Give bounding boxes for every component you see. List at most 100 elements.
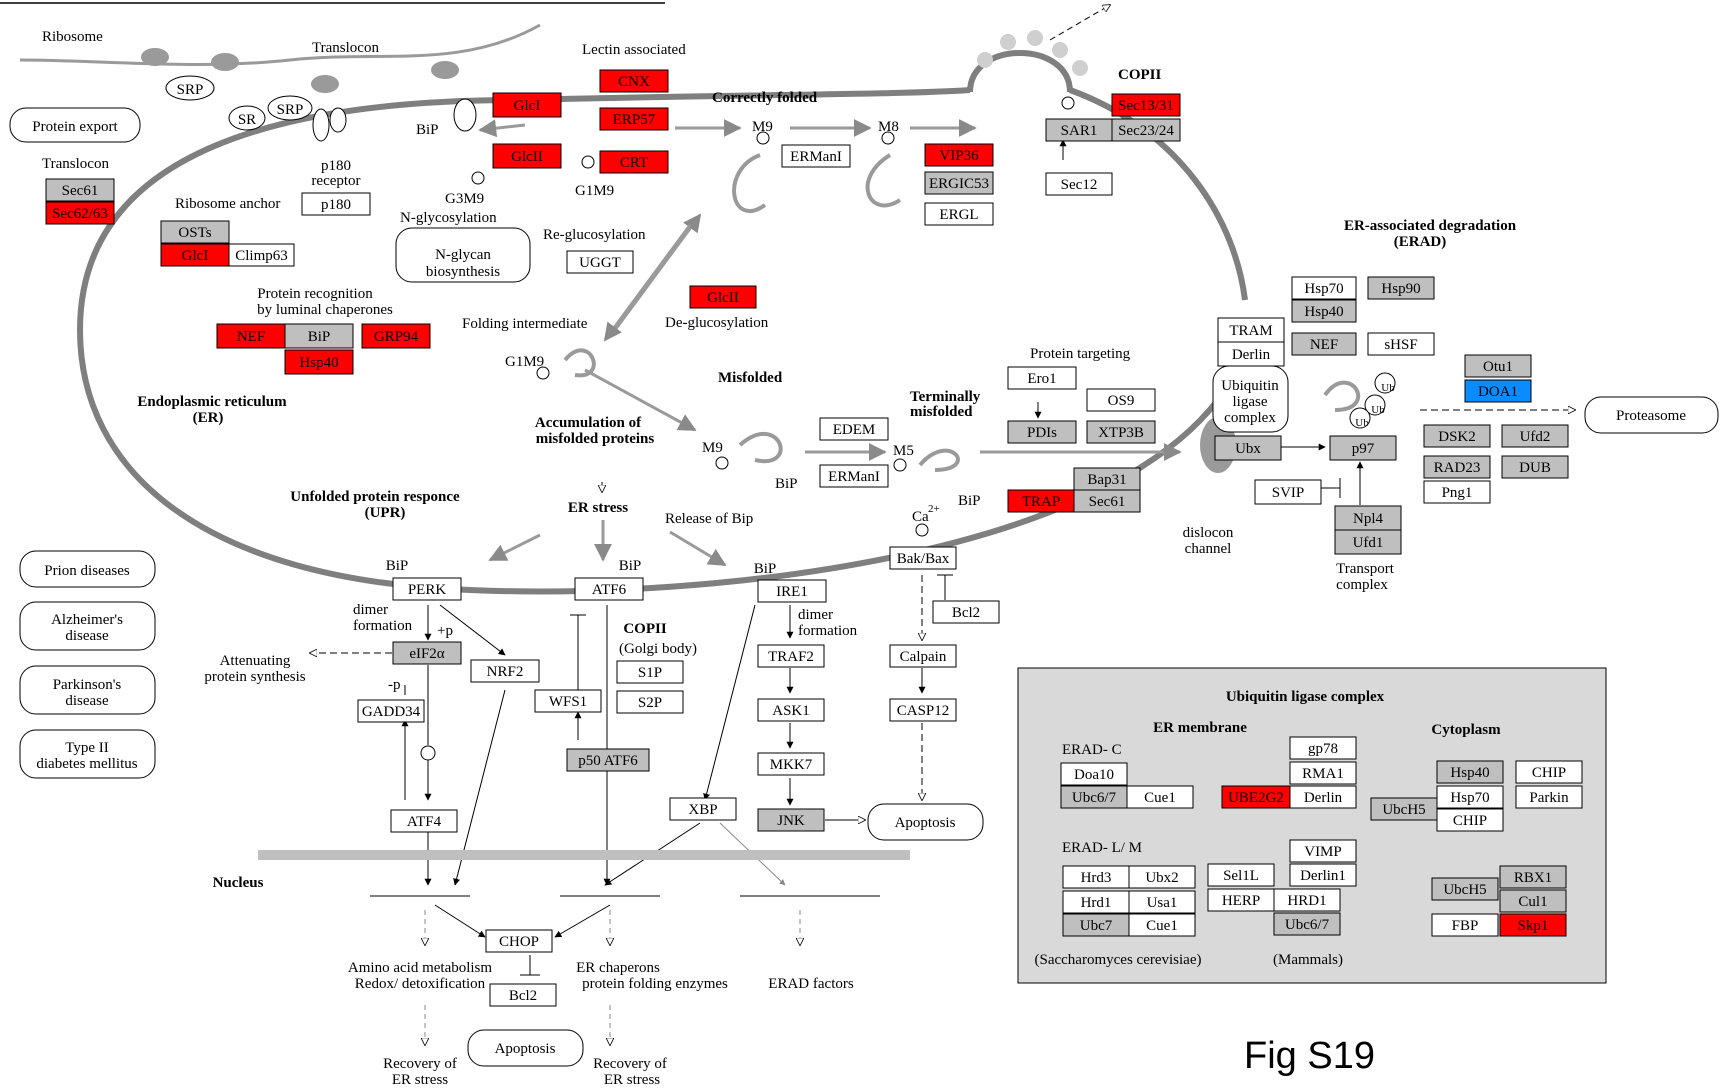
gene-node-hrd1-b[interactable]: HRD1: [1274, 889, 1340, 911]
gene-node-dub[interactable]: DUB: [1502, 456, 1568, 478]
gene-node-vip36[interactable]: VIP36: [925, 144, 993, 166]
gene-node-gp78[interactable]: gp78: [1290, 737, 1356, 759]
gene-node-traf2[interactable]: TRAF2: [758, 645, 824, 667]
gene-node-p180[interactable]: p180: [302, 193, 370, 215]
gene-node-bcl2-b[interactable]: Bcl2: [490, 984, 556, 1006]
gene-node-ufd2[interactable]: Ufd2: [1502, 425, 1568, 447]
gene-node-os9[interactable]: OS9: [1087, 389, 1155, 411]
gene-node-ubc67-a[interactable]: Ubc6/7: [1061, 786, 1127, 808]
gene-node-ubc7[interactable]: Ubc7: [1063, 914, 1129, 936]
gene-node-erp57[interactable]: ERP57: [600, 108, 668, 130]
gene-node-wfs1[interactable]: WFS1: [535, 690, 601, 712]
gene-node-trap[interactable]: TRAP: [1008, 490, 1074, 512]
link-protein-export[interactable]: Protein export: [10, 108, 140, 142]
gene-node-ire1[interactable]: IRE1: [758, 580, 826, 602]
gene-node-hsp70-c[interactable]: Hsp70: [1437, 786, 1503, 808]
gene-node-rad23[interactable]: RAD23: [1424, 456, 1490, 478]
gene-node-glcii-top[interactable]: GlcII: [493, 144, 561, 168]
gene-node-gadd34[interactable]: GADD34: [358, 700, 424, 722]
gene-node-jnk[interactable]: JNK: [758, 809, 824, 831]
gene-node-chop[interactable]: CHOP: [486, 930, 552, 952]
gene-node-hrd3[interactable]: Hrd3: [1063, 866, 1129, 888]
gene-node-osts[interactable]: OSTs: [161, 221, 229, 243]
link-parkinsons-disease[interactable]: Parkinson's disease: [20, 666, 155, 714]
gene-node-grp94[interactable]: GRP94: [362, 324, 430, 348]
gene-node-p97[interactable]: p97: [1330, 436, 1396, 460]
gene-node-xtp3b[interactable]: XTP3B: [1087, 421, 1155, 443]
gene-node-doa10[interactable]: Doa10: [1061, 763, 1127, 785]
gene-node-cue1-a[interactable]: Cue1: [1127, 786, 1193, 808]
gene-node-herp[interactable]: HERP: [1208, 889, 1274, 911]
gene-node-nrf2[interactable]: NRF2: [471, 660, 539, 682]
gene-node-fbp[interactable]: FBP: [1432, 914, 1498, 936]
gene-node-sar1[interactable]: SAR1: [1046, 119, 1112, 141]
gene-node-ubx[interactable]: Ubx: [1215, 436, 1281, 460]
gene-node-ermani-mid[interactable]: ERManI: [820, 465, 888, 487]
gene-node-ubc67-b[interactable]: Ubc6/7: [1274, 913, 1340, 935]
gene-node-sec61-m[interactable]: Sec61: [1074, 490, 1140, 512]
gene-node-crt[interactable]: CRT: [600, 151, 668, 173]
gene-node-sec12[interactable]: Sec12: [1046, 173, 1112, 195]
gene-node-pdis[interactable]: PDIs: [1008, 421, 1076, 443]
gene-node-hsp40-l[interactable]: Hsp40: [285, 350, 353, 374]
gene-node-ubx2[interactable]: Ubx2: [1129, 866, 1195, 888]
gene-node-skp1[interactable]: Skp1: [1500, 914, 1566, 936]
gene-node-vimp[interactable]: VIMP: [1290, 840, 1356, 862]
gene-node-uggt[interactable]: UGGT: [567, 251, 633, 273]
link-apoptosis-right[interactable]: Apoptosis: [868, 804, 983, 840]
gene-node-perk[interactable]: PERK: [393, 578, 461, 600]
gene-node-cul1[interactable]: Cul1: [1500, 890, 1566, 912]
gene-node-xbp[interactable]: XBP: [670, 798, 736, 820]
gene-node-nef-l[interactable]: NEF: [217, 324, 285, 348]
gene-node-bakbax[interactable]: Bak/Bax: [890, 547, 956, 569]
gene-node-bip-l[interactable]: BiP: [285, 324, 353, 348]
gene-node-derlin1[interactable]: Derlin1: [1290, 864, 1356, 886]
gene-node-atf6[interactable]: ATF6: [575, 578, 643, 600]
gene-node-sec6263[interactable]: Sec62/63: [46, 202, 114, 224]
gene-node-dsk2[interactable]: DSK2: [1424, 425, 1490, 447]
gene-node-sel1l[interactable]: Sel1L: [1208, 864, 1274, 886]
gene-node-s2p[interactable]: S2P: [617, 691, 683, 713]
gene-node-bcl2-r[interactable]: Bcl2: [933, 601, 999, 623]
gene-node-usa1[interactable]: Usa1: [1129, 891, 1195, 913]
gene-node-s1p[interactable]: S1P: [617, 661, 683, 683]
gene-node-nef-r[interactable]: NEF: [1292, 333, 1356, 355]
gene-node-ubch5-a[interactable]: UbcH5: [1371, 798, 1437, 820]
gene-node-chip-b[interactable]: CHIP: [1437, 809, 1503, 831]
link-proteasome[interactable]: Proteasome: [1585, 397, 1718, 433]
gene-node-sec61-l[interactable]: Sec61: [46, 179, 114, 201]
gene-node-hrd1-a[interactable]: Hrd1: [1063, 891, 1129, 913]
gene-node-ufd1[interactable]: Ufd1: [1335, 530, 1401, 554]
gene-node-atf4[interactable]: ATF4: [391, 810, 457, 832]
gene-node-ero1[interactable]: Ero1: [1008, 367, 1076, 389]
gene-node-glci-l[interactable]: GlcI: [161, 244, 229, 266]
gene-node-ube2g2[interactable]: UBE2G2: [1222, 786, 1290, 808]
link-alzheimers-disease[interactable]: Alzheimer's disease: [20, 602, 155, 650]
gene-node-ergic53[interactable]: ERGIC53: [925, 172, 993, 194]
gene-node-p50atf6[interactable]: p50 ATF6: [567, 749, 649, 771]
gene-node-bap31[interactable]: Bap31: [1074, 468, 1140, 490]
gene-node-hsp90[interactable]: Hsp90: [1368, 277, 1434, 299]
gene-node-cue1-b[interactable]: Cue1: [1129, 914, 1195, 936]
gene-node-ergl[interactable]: ERGL: [925, 203, 993, 225]
gene-node-eif2a[interactable]: eIF2α: [393, 642, 461, 664]
link-prion-diseases[interactable]: Prion diseases: [20, 551, 155, 587]
gene-node-hsp40-r[interactable]: Hsp40: [1292, 300, 1356, 322]
gene-node-hsp40-c[interactable]: Hsp40: [1437, 761, 1503, 783]
gene-node-ermani-top[interactable]: ERManI: [782, 145, 850, 167]
gene-node-sec2324[interactable]: Sec23/24: [1112, 119, 1180, 141]
gene-node-mkk7[interactable]: MKK7: [758, 753, 824, 775]
gene-node-edem[interactable]: EDEM: [820, 418, 888, 440]
gene-node-hsp70-r[interactable]: Hsp70: [1292, 277, 1356, 299]
gene-node-png1[interactable]: Png1: [1424, 481, 1490, 503]
gene-node-npl4[interactable]: Npl4: [1335, 506, 1401, 530]
gene-node-rbx1[interactable]: RBX1: [1500, 866, 1566, 888]
gene-node-derlin-b[interactable]: Derlin: [1290, 786, 1356, 808]
gene-node-otu1[interactable]: Otu1: [1465, 355, 1531, 377]
gene-node-glci-top[interactable]: GlcI: [493, 93, 561, 117]
gene-node-ask1[interactable]: ASK1: [758, 699, 824, 721]
gene-node-cnx[interactable]: CNX: [600, 70, 668, 92]
gene-node-climp63[interactable]: Climp63: [229, 244, 294, 266]
gene-node-doa1[interactable]: DOA1: [1465, 380, 1531, 402]
gene-node-shsf[interactable]: sHSF: [1368, 333, 1434, 355]
